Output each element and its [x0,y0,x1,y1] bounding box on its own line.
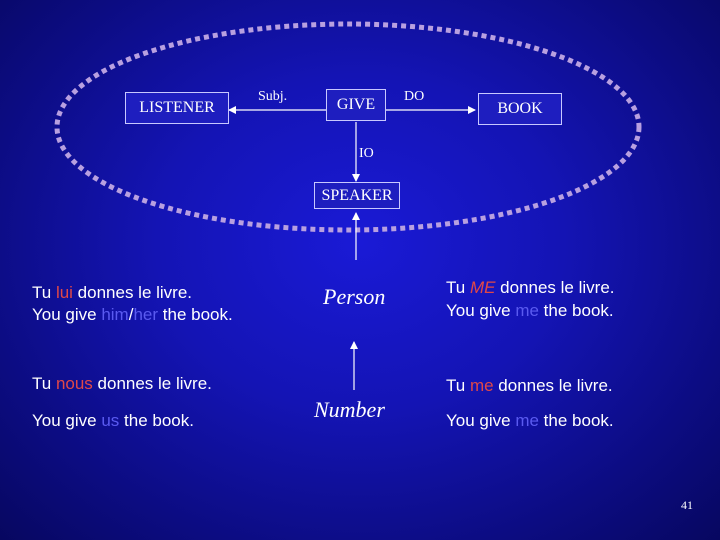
number-label: Number [314,397,385,422]
book-node: BOOK [478,93,562,125]
io-label: IO [359,146,374,161]
left-row2-french: Tu nous donnes le livre. [32,374,212,393]
right-row2-french: Tu me donnes le livre. [446,376,613,395]
subj-label: Subj. [258,89,288,104]
person-label: Person [323,284,386,309]
dotted-ellipse [54,21,642,233]
give-node: GIVE [326,89,386,121]
right-row2-english: You give me the book. [446,411,614,430]
left-row1-french: Tu lui donnes le livre. [32,283,193,302]
right-row1-french: Tu ME donnes le livre. [446,278,615,297]
speaker-node: SPEAKER [314,182,400,209]
right-row1-english: You give me the book. [446,301,614,320]
page-number: 41 [681,498,693,512]
left-row1-english: You give him/her the book. [32,305,233,324]
do-label: DO [404,89,425,104]
listener-node: LISTENER [125,92,229,124]
left-row2-english: You give us the book. [32,411,194,430]
